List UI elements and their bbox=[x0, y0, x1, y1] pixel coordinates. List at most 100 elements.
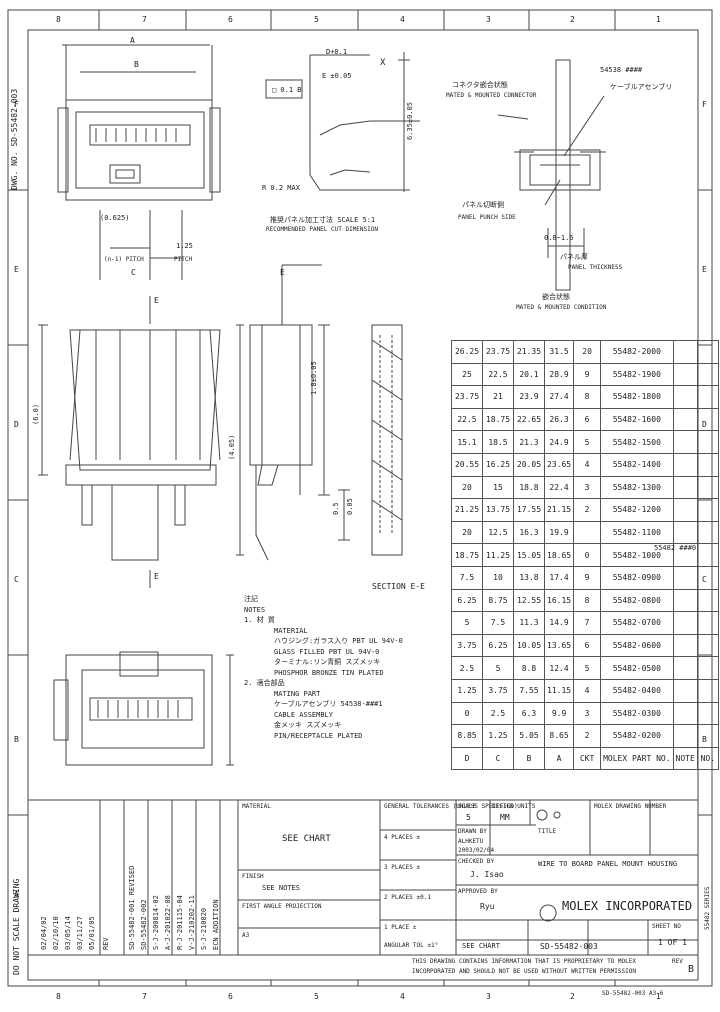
note-1-b-en: PHOSPHOR BRONZE TIN PLATED bbox=[274, 668, 384, 677]
table-cell: 55482-1600 bbox=[600, 407, 674, 432]
table-cell: 20 bbox=[451, 520, 483, 545]
table-cell: 55482-0800 bbox=[600, 588, 674, 613]
zone-label: F bbox=[14, 100, 19, 109]
table-cell bbox=[672, 340, 698, 364]
zone-label: 8 bbox=[56, 15, 61, 24]
callout-cable-2: ケーブルアセンブリ bbox=[610, 83, 673, 91]
rev-col-label: REV bbox=[102, 937, 110, 950]
dwg-no-value: SD-55482-003 bbox=[10, 88, 19, 147]
table-cell: 5 bbox=[482, 656, 514, 680]
table-cell bbox=[672, 701, 698, 726]
sheet-val: 1 OF 1 bbox=[658, 938, 687, 947]
finish-val: SEE NOTES bbox=[262, 884, 300, 892]
note-2-num: 2. bbox=[244, 679, 253, 687]
note-2-a-en: CABLE ASSEMBLY bbox=[274, 710, 334, 719]
table-cell: 6.3 bbox=[513, 701, 545, 726]
table-cell: 3 bbox=[573, 701, 602, 726]
table-cell: 5.05 bbox=[513, 724, 545, 748]
doc-no: SD-55482-003 bbox=[540, 942, 598, 951]
pcb-note-en: RECOMMENDED PANEL CUT DIMENSION bbox=[266, 226, 378, 233]
table-cell: 12.55 bbox=[513, 588, 545, 613]
table-cell: 18.75 bbox=[482, 407, 514, 432]
table-cell: 55482-0600 bbox=[600, 633, 674, 658]
four-place: 4 PLACES ± bbox=[384, 834, 421, 841]
mated-condition-view bbox=[497, 59, 606, 291]
table-cell: 55482-1800 bbox=[600, 385, 674, 409]
dim-n1-pitch: (n-1) PITCH bbox=[104, 256, 144, 263]
rev-desc-4: R-J-201115-04 bbox=[176, 895, 184, 950]
note-1-num: 1. bbox=[244, 616, 253, 624]
table-cell: 6.25 bbox=[451, 588, 483, 613]
table-cell: 0 bbox=[573, 543, 602, 567]
table-cell: 55482-0500 bbox=[600, 656, 674, 680]
mated-note-jp: 嵌合状態 bbox=[542, 293, 570, 301]
rev-desc-2: S-J-200814-02 bbox=[152, 895, 160, 950]
table-cell: 10 bbox=[482, 565, 514, 590]
table-cell: 21.3 bbox=[513, 430, 545, 454]
callout-connector-en: MATED & MOUNTED CONNECTOR bbox=[446, 92, 537, 99]
rev-date-3: 03/11/27 bbox=[76, 916, 84, 950]
table-cell: 4 bbox=[573, 452, 602, 477]
confidential-1: THIS DRAWING CONTAINS INFORMATION THAT I… bbox=[412, 958, 636, 965]
table-cell: 20 bbox=[451, 475, 483, 500]
table-cell: 18.65 bbox=[543, 543, 575, 567]
dwg-no-box: DWG. NO. SD-55482-003 bbox=[10, 89, 19, 190]
table-cell: 55482-0400 bbox=[600, 678, 674, 703]
table-cell: 17.4 bbox=[543, 565, 575, 590]
finish-label: FINISH bbox=[242, 873, 264, 880]
note-1-en: MATERIAL bbox=[274, 626, 308, 635]
table-cell: 7 bbox=[573, 611, 602, 635]
dim-x: X bbox=[380, 58, 386, 68]
table-cell: 23.75 bbox=[451, 385, 483, 409]
zone-label: 2 bbox=[570, 15, 575, 24]
table-header: CKT bbox=[573, 746, 602, 771]
zone-label: 1 bbox=[656, 992, 661, 1001]
table-cell bbox=[696, 362, 719, 387]
table-cell: 20.55 bbox=[451, 452, 483, 477]
table-cell: 24.9 bbox=[543, 430, 575, 454]
table-cell: 5 bbox=[573, 656, 602, 680]
table-side-tag: 55482 ###0 bbox=[654, 544, 697, 552]
dim-1-8: 1.8±0.05 bbox=[310, 361, 318, 395]
table-cell: 18.5 bbox=[482, 430, 514, 454]
table-cell: 28.9 bbox=[543, 362, 575, 387]
note-1-b: ターミナル:リン青銅 スズメッキ bbox=[274, 658, 381, 666]
table-header: B bbox=[513, 746, 545, 771]
callout-panel-jp: パネル切断側 bbox=[462, 201, 504, 209]
zone-label: E bbox=[702, 265, 707, 274]
table-cell bbox=[696, 701, 719, 726]
table-cell: 2 bbox=[573, 724, 602, 748]
table-cell: 55482-2000 bbox=[600, 340, 674, 364]
section-view bbox=[338, 324, 403, 556]
table-cell: 22.5 bbox=[451, 407, 483, 432]
design-units-val: MM bbox=[500, 813, 510, 822]
rev-desc-5: V-J-210202-11 bbox=[188, 895, 196, 950]
dim-pitch: 1.25 bbox=[176, 242, 193, 250]
table-cell: 3 bbox=[573, 475, 602, 500]
table-cell bbox=[696, 543, 719, 567]
rev-val: B bbox=[688, 964, 695, 975]
table-cell: 13.8 bbox=[513, 565, 545, 590]
table-cell: 3.75 bbox=[482, 678, 514, 703]
table-cell: 9 bbox=[573, 565, 602, 590]
top-view-connector bbox=[57, 44, 221, 280]
front-view-connector bbox=[38, 296, 221, 588]
first-angle: FIRST ANGLE PROJECTION bbox=[242, 903, 322, 910]
dim-a: A bbox=[130, 36, 135, 45]
thk-en: PANEL THICKNESS bbox=[568, 264, 623, 271]
rev-desc-7: ECN ADDITION bbox=[212, 899, 220, 950]
table-cell: 21.35 bbox=[513, 340, 545, 364]
table-cell bbox=[672, 430, 698, 454]
design-units-label: DESIGN UNITS bbox=[492, 803, 536, 810]
table-cell bbox=[696, 656, 719, 680]
table-cell: 13.65 bbox=[543, 633, 575, 658]
zone-label: B bbox=[14, 735, 19, 744]
